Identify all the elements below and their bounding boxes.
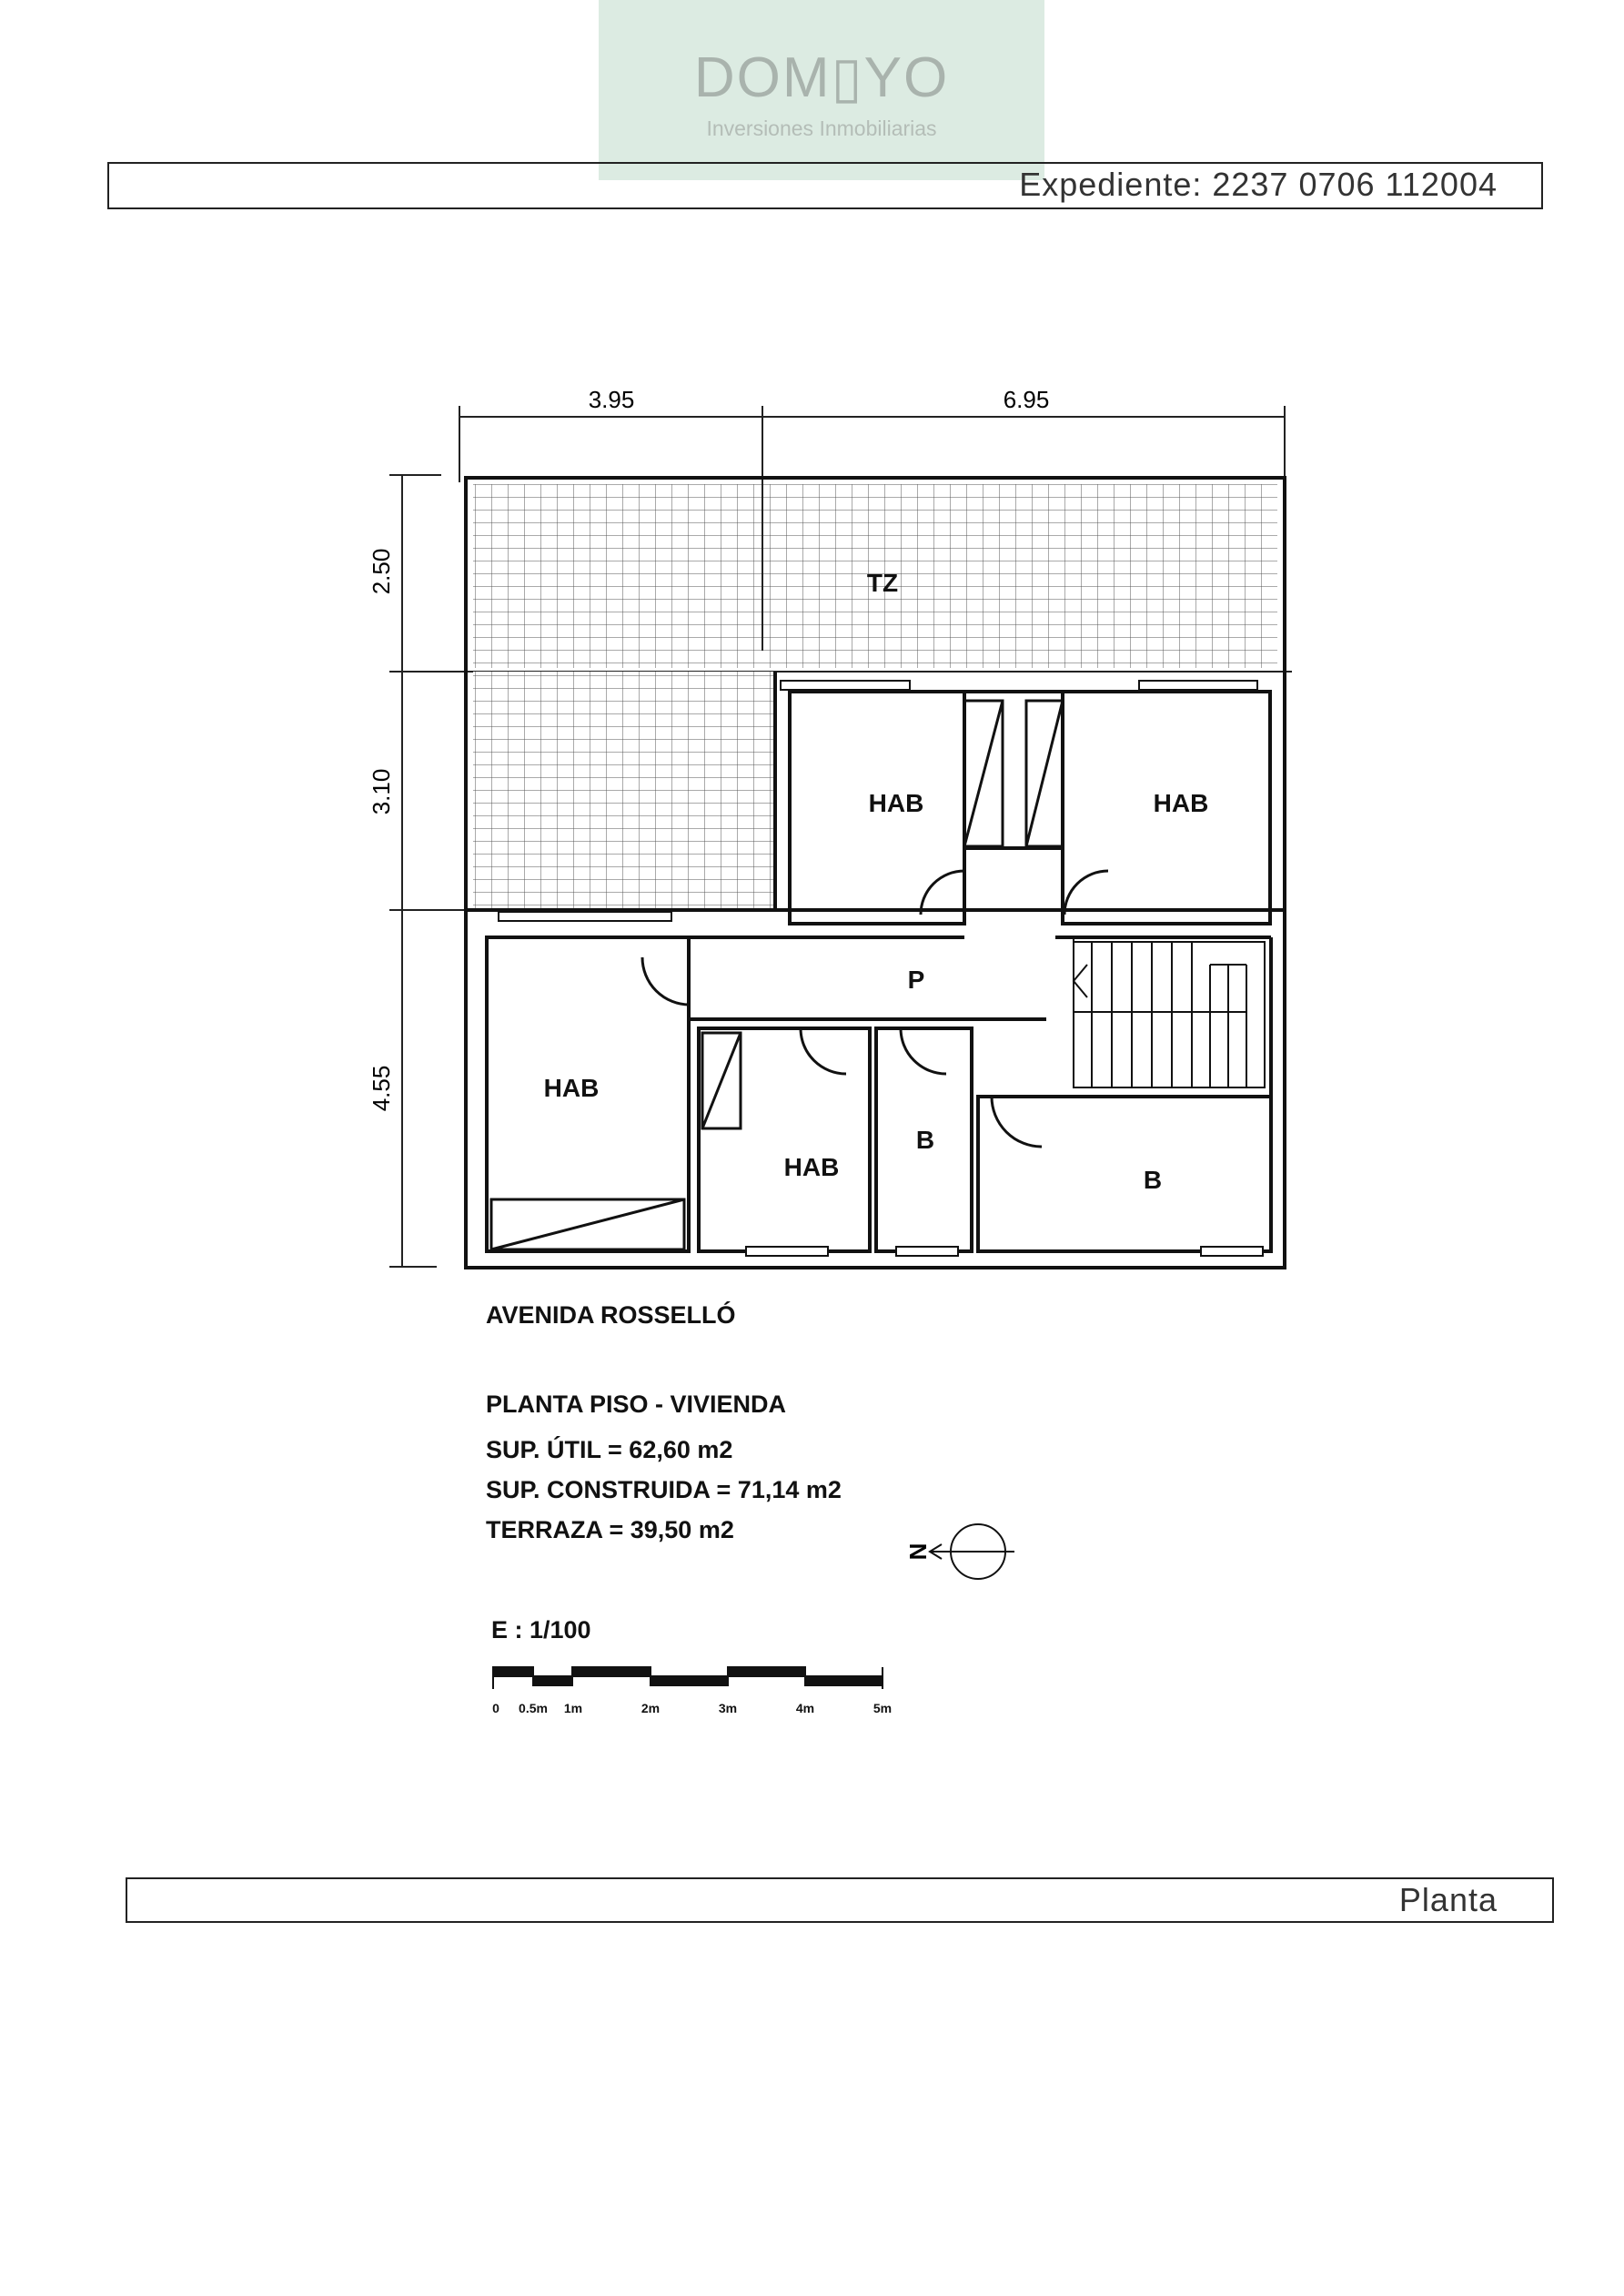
sup-util: SUP. ÚTIL = 62,60 m2 (486, 1436, 733, 1463)
outer-wall (464, 476, 1286, 1269)
scale-tick-5: 5m (873, 1701, 892, 1715)
dim-left-1: 2.50 (368, 549, 395, 595)
sup-construida: SUP. CONSTRUIDA = 71,14 m2 (486, 1476, 842, 1503)
north-label: N (904, 1543, 932, 1561)
logo-name: DOM▯YO (693, 46, 950, 109)
closets (489, 699, 1064, 1251)
scale-tick-2: 2m (641, 1701, 660, 1715)
scale-tick-05: 0.5m (519, 1701, 548, 1715)
street-name: AVENIDA ROSSELLÓ (486, 1301, 736, 1329)
room-label-hab-1: HAB (869, 789, 924, 817)
room-label-hab-2: HAB (1154, 789, 1209, 817)
terrace-tiles (473, 484, 1277, 910)
room-label-b-2: B (1144, 1166, 1162, 1194)
plan-title: PLANTA PISO - VIVIENDA (486, 1391, 787, 1418)
room-label-b-1: B (916, 1126, 934, 1154)
scale-tick-0: 0 (492, 1701, 499, 1715)
door-swings (641, 869, 1109, 1148)
stairs (1072, 937, 1266, 1088)
dim-left-3: 4.55 (368, 1066, 395, 1112)
scale-tick-4: 4m (796, 1701, 814, 1715)
room-label-hab-3: HAB (544, 1074, 600, 1102)
scale-tick-1: 1m (564, 1701, 582, 1715)
scale-tick-3: 3m (719, 1701, 737, 1715)
room-label-tz: TZ (867, 569, 898, 597)
room-label-p: P (908, 966, 925, 994)
terraza-area: TERRAZA = 39,50 m2 (486, 1516, 734, 1543)
footer-label: Planta (1398, 1881, 1498, 1918)
scale-bar (492, 1666, 883, 1689)
room-label-hab-4: HAB (784, 1153, 840, 1181)
logo-tagline: Inversiones Inmobiliarias (706, 116, 937, 140)
header-band: Expediente: 2237 0706 112004 (107, 162, 1543, 209)
dim-left-2: 3.10 (368, 769, 395, 815)
logo: DOM▯YO Inversiones Inmobiliarias (599, 0, 1044, 180)
expediente-label: Expediente: 2237 0706 112004 (1019, 166, 1498, 203)
footer-band: Planta (126, 1877, 1554, 1923)
windows (498, 680, 1264, 1257)
dim-top-2: 6.95 (1004, 386, 1050, 413)
scale-label: E : 1/100 (491, 1616, 591, 1644)
dim-top-1: 3.95 (589, 386, 635, 413)
north-arrow (928, 1523, 1014, 1580)
